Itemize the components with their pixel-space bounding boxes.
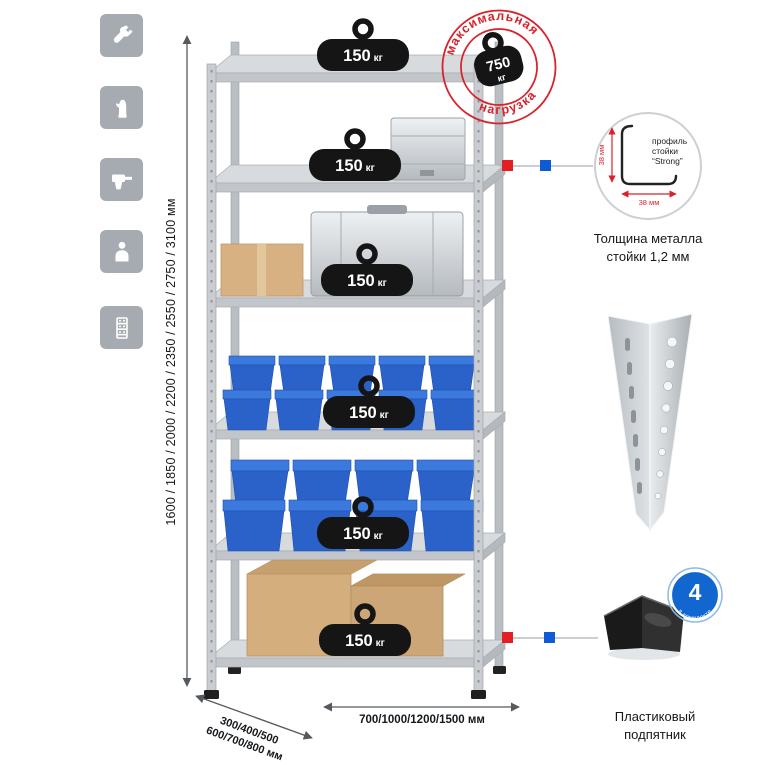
feature-tile-person [100,230,143,273]
profile-caption-line2: стойки 1,2 мм [606,249,690,264]
profile-label-1: профиль [652,136,688,146]
profile-caption-line1: Толщина металла [593,231,703,246]
badge-value: 4 [689,579,702,605]
aluminium-case-small [390,117,466,181]
width-dimension-label: 700/1000/1200/1500 мм [359,714,485,726]
angle-post-slots [625,338,642,494]
profile-dim-left: 38 мм [597,145,606,166]
stamp-unit: кг [496,72,507,84]
stamp-arc-bottom: нагрузка [475,86,543,124]
plastic-foot-image [603,595,685,660]
max-load-stamp: максимальная нагрузка 750 кг [438,6,557,125]
foot-caption: Пластиковый подпятник [575,708,735,744]
feature-tile-rack [100,306,143,349]
depth-dimension-label: 300/400/500 600/700/800 мм [184,704,310,765]
feature-tile-tools [100,14,143,57]
person-icon [115,241,128,261]
stamp-value: 750 [485,54,512,75]
foot-caption-line2: подпятник [624,727,686,742]
profile-caption: Толщина металла стойки 1,2 мм [568,230,728,266]
feature-tile-drill [100,158,143,201]
angle-post-round-holes [654,336,678,500]
profile-label-3: “Strong” [652,156,683,166]
gloves-icon [115,99,127,118]
wrench-icon [113,24,133,43]
foot-marker-blue [544,632,555,643]
feature-tile-gloves [100,86,143,129]
cardboard-box-shelf3 [220,243,304,297]
foot-caption-line1: Пластиковый [614,709,696,724]
profile-marker-blue [540,160,551,171]
angle-post-image [607,313,693,532]
included-count-badge: 4 в комплекте [667,567,723,623]
height-dimension-label: 1600 / 1850 / 2000 / 2200 / 2350 / 2550 … [164,198,178,526]
profile-label-2: стойки [652,146,678,156]
profile-detail: 38 мм 38 мм профиль стойки “Strong” [594,112,702,220]
drill-icon [111,174,132,189]
rack-icon [115,316,128,339]
profile-dim-bottom: 38 мм [639,198,660,207]
profile-cross-section [620,124,678,186]
